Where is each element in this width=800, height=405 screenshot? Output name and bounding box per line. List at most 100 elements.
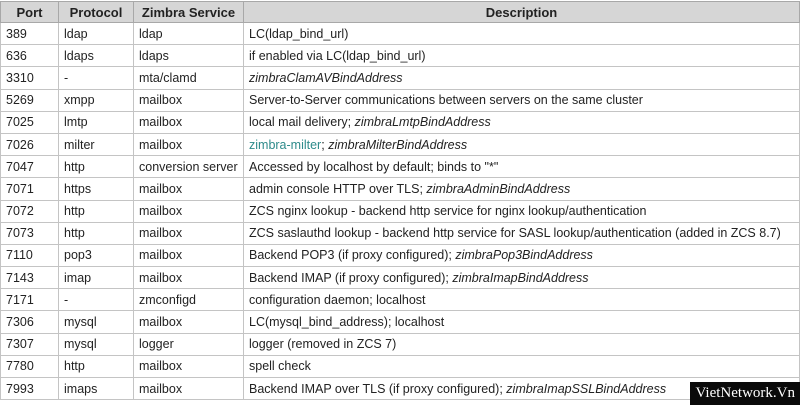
service-cell: mailbox	[133, 266, 244, 290]
protocol-cell: http	[58, 199, 134, 223]
description-text: logger (removed in ZCS 7)	[249, 337, 397, 352]
port-cell: 7072	[0, 199, 59, 223]
port-cell: 7026	[0, 132, 59, 157]
description-text: Accessed by localhost by default; binds …	[249, 159, 499, 174]
protocol-cell: https	[58, 177, 134, 201]
service-cell: zmconfigd	[133, 288, 244, 312]
protocol-cell: http	[58, 221, 134, 245]
description-cell: LC(mysql_bind_address); localhost	[243, 310, 800, 334]
protocol-cell: pop3	[58, 243, 134, 268]
port-cell: 7073	[0, 221, 59, 245]
config-attribute-name: zimbraImapSSLBindAddress	[506, 381, 667, 396]
protocol-cell: ldaps	[58, 44, 134, 68]
description-text: Backend IMAP over TLS (if proxy configur…	[249, 381, 507, 396]
protocol-cell: imap	[58, 266, 134, 290]
protocol-cell: milter	[58, 132, 134, 157]
service-cell: ldaps	[133, 44, 244, 68]
column-header-protocol: Protocol	[58, 1, 134, 23]
port-cell: 7110	[0, 243, 59, 268]
watermark-logo: VietNetwork.Vn	[689, 382, 800, 405]
protocol-cell: http	[58, 354, 134, 379]
service-cell: mailbox	[133, 177, 244, 201]
port-cell: 7143	[0, 266, 59, 290]
port-cell: 7780	[0, 354, 59, 379]
protocol-cell: lmtp	[58, 110, 134, 134]
port-cell: 7171	[0, 288, 59, 312]
config-attribute-name: zimbraAdminBindAddress	[426, 181, 571, 196]
column-header-port: Port	[0, 1, 59, 23]
table-header-row: Port Protocol Zimbra Service Description	[0, 1, 800, 23]
service-cell: conversion server	[133, 155, 244, 179]
description-cell: spell check	[243, 354, 800, 379]
description-text: LC(ldap_bind_url)	[249, 26, 349, 41]
config-attribute-name: zimbraLmtpBindAddress	[354, 115, 491, 130]
description-cell: configuration daemon; localhost	[243, 288, 800, 312]
config-attribute-name: zimbraMilterBindAddress	[328, 137, 468, 152]
config-attribute-name: zimbraImapBindAddress	[452, 270, 589, 285]
description-cell: Backend IMAP (if proxy configured); zimb…	[243, 266, 800, 290]
description-link[interactable]: zimbra-milter	[249, 137, 322, 152]
description-cell: local mail delivery; zimbraLmtpBindAddre…	[243, 110, 800, 134]
description-cell: Server-to-Server communications between …	[243, 88, 800, 112]
column-header-zimbra-service: Zimbra Service	[133, 1, 244, 23]
description-text: admin console HTTP over TLS;	[249, 181, 427, 196]
description-cell: LC(ldap_bind_url)	[243, 21, 800, 46]
column-header-description: Description	[243, 1, 800, 23]
description-text: configuration daemon; localhost	[249, 292, 426, 307]
service-cell: mailbox	[133, 221, 244, 245]
description-text: if enabled via LC(ldap_bind_url)	[249, 48, 426, 63]
service-cell: mailbox	[133, 243, 244, 268]
service-cell: mailbox	[133, 132, 244, 157]
description-cell: zimbraClamAVBindAddress	[243, 66, 800, 90]
description-text: ZCS nginx lookup - backend http service …	[249, 204, 647, 219]
protocol-cell: mysql	[58, 332, 134, 356]
protocol-cell: xmpp	[58, 88, 134, 112]
protocol-cell: -	[58, 288, 134, 312]
port-cell: 7071	[0, 177, 59, 201]
config-attribute-name: zimbraPop3BindAddress	[455, 248, 593, 263]
service-cell: mailbox	[133, 110, 244, 134]
description-text: local mail delivery;	[249, 115, 355, 130]
description-cell: zimbra-milter; zimbraMilterBindAddress	[243, 132, 800, 157]
description-text: LC(mysql_bind_address); localhost	[249, 315, 445, 330]
table-row: 7171-zmconfigd configuration daemon; loca…	[0, 288, 800, 312]
service-cell: mailbox	[133, 376, 244, 401]
protocol-cell: mysql	[58, 310, 134, 334]
port-cell: 389	[0, 21, 59, 46]
service-cell: ldap	[133, 21, 244, 46]
protocol-cell: -	[58, 66, 134, 90]
description-cell: Accessed by localhost by default; binds …	[243, 155, 800, 179]
description-cell: Backend IMAP over TLS (if proxy configur…	[243, 376, 800, 401]
protocol-cell: imaps	[58, 376, 134, 401]
service-cell: mailbox	[133, 88, 244, 112]
config-attribute-name: zimbraClamAVBindAddress	[249, 70, 403, 85]
port-cell: 7307	[0, 332, 59, 356]
port-cell: 7306	[0, 310, 59, 334]
description-text: Backend POP3 (if proxy configured);	[249, 248, 456, 263]
service-cell: mta/clamd	[133, 66, 244, 90]
description-cell: if enabled via LC(ldap_bind_url)	[243, 44, 800, 68]
description-text: ;	[321, 137, 329, 152]
description-cell: ZCS nginx lookup - backend http service …	[243, 199, 800, 223]
description-cell: ZCS saslauthd lookup - backend http serv…	[243, 221, 800, 245]
protocol-cell: http	[58, 155, 134, 179]
port-cell: 636	[0, 44, 59, 68]
port-cell: 5269	[0, 88, 59, 112]
port-cell: 7025	[0, 110, 59, 134]
port-cell: 7993	[0, 376, 59, 401]
description-text: ZCS saslauthd lookup - backend http serv…	[249, 226, 781, 241]
